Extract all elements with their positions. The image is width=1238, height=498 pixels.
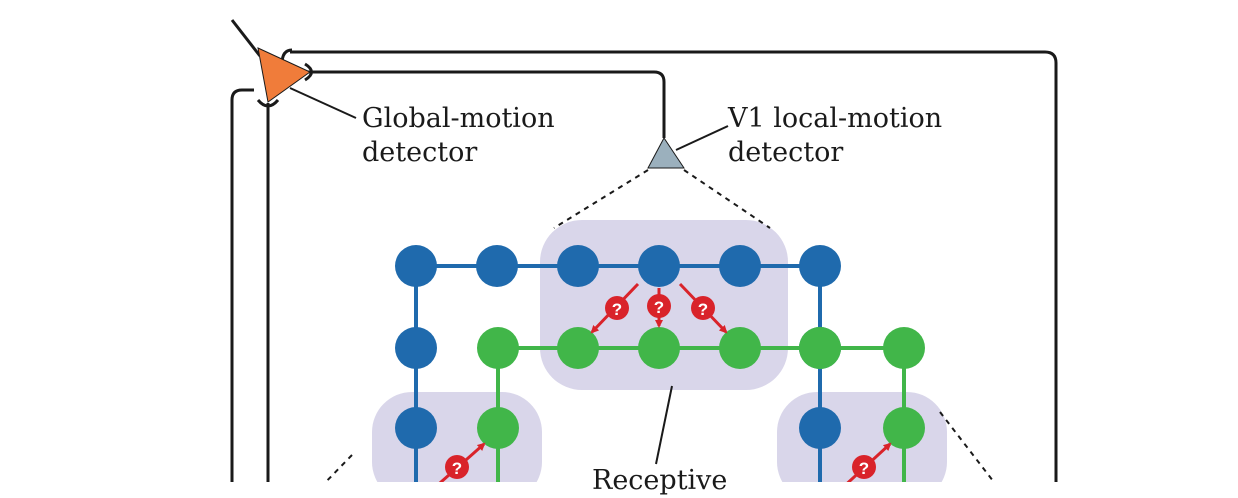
svg-text:?: ? (698, 300, 708, 319)
svg-text:?: ? (859, 459, 869, 478)
question-badge: ? (445, 455, 469, 479)
blue-neuron (799, 245, 841, 287)
question-badge: ? (647, 294, 671, 318)
green-neuron (719, 327, 761, 369)
question-badge: ? (691, 296, 715, 320)
question-badges: ? ? ? ? ? (445, 294, 876, 479)
blue-neuron (719, 245, 761, 287)
diagram-canvas: ? ? ? ? ? (230, 19, 1058, 498)
v1-label-line1: V1 local-motion (728, 103, 943, 134)
v1-label-line2: detector (728, 137, 844, 168)
v1-label-pointer (675, 125, 729, 151)
global-label-line1: Global-motion (362, 103, 555, 134)
blue-neuron (557, 245, 599, 287)
blue-neuron (799, 407, 841, 449)
global-label-pointer (289, 87, 357, 119)
feedback-wires (230, 19, 1058, 490)
blue-neurons (395, 245, 841, 449)
projection-line-right (683, 169, 771, 229)
green-neuron (883, 407, 925, 449)
blue-neuron (395, 327, 437, 369)
projection-line-lower-left (317, 454, 353, 491)
output-axon (230, 19, 262, 57)
svg-text:?: ? (452, 459, 462, 478)
synapse-right (304, 62, 313, 82)
green-neuron (477, 327, 519, 369)
blue-neuron (395, 245, 437, 287)
v1-connection-wire (302, 70, 666, 138)
global-motion-detector-icon (257, 47, 311, 103)
green-neuron (638, 327, 680, 369)
green-neuron (883, 327, 925, 369)
green-neuron (477, 407, 519, 449)
question-badge: ? (605, 296, 629, 320)
blue-neuron (799, 327, 841, 369)
motion-detector-diagram: ? ? ? ? ? Global-motion detector V1 loca… (230, 19, 1058, 498)
projection-line-left (553, 169, 649, 229)
outer-left-wire (230, 88, 254, 490)
global-label-line2: detector (362, 137, 478, 168)
global-motion-detector-label: Global-motion detector (362, 102, 555, 170)
synapse-bottom (256, 98, 280, 108)
blue-neuron (638, 245, 680, 287)
question-badge: ? (852, 455, 876, 479)
svg-text:?: ? (654, 298, 664, 317)
receptive-field-label: Receptive (592, 465, 728, 496)
svg-text:?: ? (612, 300, 622, 319)
projection-line-lower-right (939, 411, 1001, 491)
outer-loop-wire (290, 50, 1058, 490)
blue-neuron (476, 245, 518, 287)
blue-neuron (395, 407, 437, 449)
v1-local-motion-detector-label: V1 local-motion detector (728, 102, 942, 170)
receptive-label-pointer (655, 385, 673, 465)
v1-local-motion-detector-icon (647, 137, 685, 169)
green-neuron (557, 327, 599, 369)
